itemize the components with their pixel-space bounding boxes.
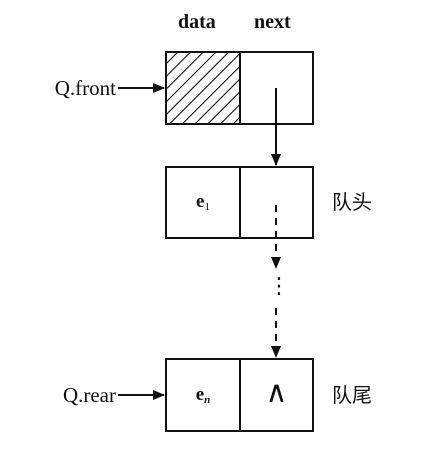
rear-pointer-label: Q.rear	[62, 383, 116, 407]
first-node-data-field	[165, 166, 241, 239]
first-node	[165, 166, 314, 239]
first-node-value-subscript: 1	[204, 201, 210, 213]
last-node-value-subscript: n	[204, 394, 211, 406]
last-node-value: en	[166, 385, 240, 406]
data-column-header: data	[178, 11, 216, 33]
queue-head-tag: 队头	[332, 190, 372, 214]
null-pointer-symbol: ∧	[265, 375, 288, 410]
first-node-value-main: e	[196, 191, 205, 212]
first-node-next-field	[239, 166, 314, 239]
head-node	[165, 51, 314, 125]
first-node-value: e1	[166, 192, 240, 213]
front-pointer-label: Q.front	[54, 76, 116, 100]
queue-tail-tag: 队尾	[332, 383, 372, 407]
last-node-value-main: e	[195, 384, 205, 405]
last-node	[165, 358, 314, 432]
last-node-data-field	[165, 358, 241, 432]
last-node-next-field	[239, 358, 314, 432]
head-node-data-field	[165, 51, 241, 125]
ellipsis-dots: ⋮	[268, 274, 290, 299]
next-column-header: next	[254, 11, 291, 33]
